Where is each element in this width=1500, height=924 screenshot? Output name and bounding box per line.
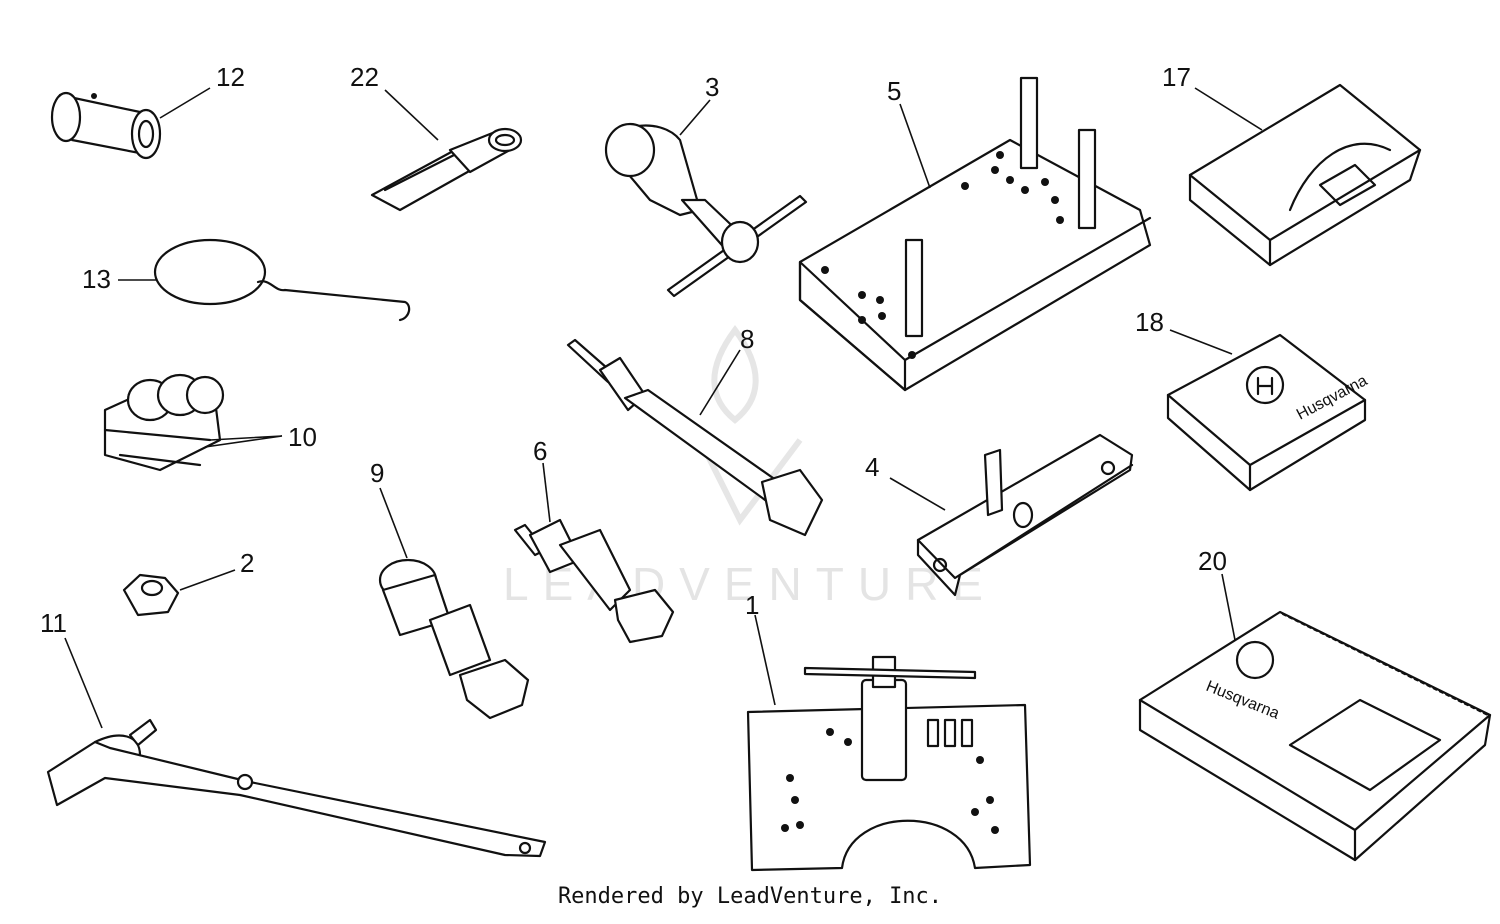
part-label-10: 10	[288, 422, 317, 452]
part-number-labels: 12 22 3 5 17 13 8 18 10 9 6 4 2 1 20 11	[40, 62, 1227, 638]
part-17-manual-booklet	[1188, 83, 1422, 267]
footer-credit: Rendered by LeadVenture, Inc.	[557, 884, 943, 909]
part-22-key-clip	[370, 127, 523, 212]
part-label-13: 13	[82, 264, 111, 294]
part-4-bracket	[916, 433, 1134, 597]
leader-lines	[64, 87, 1263, 729]
part-label-20: 20	[1198, 546, 1227, 576]
part-8-shaft-tool	[566, 338, 824, 537]
part-label-12: 12	[216, 62, 245, 92]
part-10-clamp-set	[103, 373, 225, 472]
part-1-press-plate	[746, 655, 1032, 872]
part-3-t-handle-puller	[604, 122, 808, 298]
part-label-5: 5	[887, 76, 901, 106]
part-label-2: 2	[240, 548, 254, 578]
part-label-3: 3	[705, 72, 719, 102]
part-6-shaft-bolt	[513, 518, 675, 644]
part-20-spiral-manual: Husqvarna	[1138, 610, 1492, 862]
part-5-pin-plate	[798, 76, 1152, 392]
part-label-8: 8	[740, 324, 754, 354]
part-label-11: 11	[40, 608, 67, 638]
part-label-17: 17	[1162, 62, 1191, 92]
part-13-wire-loop	[153, 238, 411, 322]
part-12-sleeve-tool	[50, 91, 162, 160]
part-label-4: 4	[865, 452, 879, 482]
part-2-nut	[122, 573, 180, 617]
part-18-manual-booklet: Husqvarna	[1166, 333, 1370, 492]
part-label-6: 6	[533, 436, 547, 466]
part-9-bolt-tool	[378, 558, 530, 720]
part-label-22: 22	[350, 62, 379, 92]
part-label-1: 1	[745, 590, 759, 620]
part-11-pin-spanner	[46, 718, 547, 858]
part-label-9: 9	[370, 458, 384, 488]
part-label-18: 18	[1135, 307, 1164, 337]
